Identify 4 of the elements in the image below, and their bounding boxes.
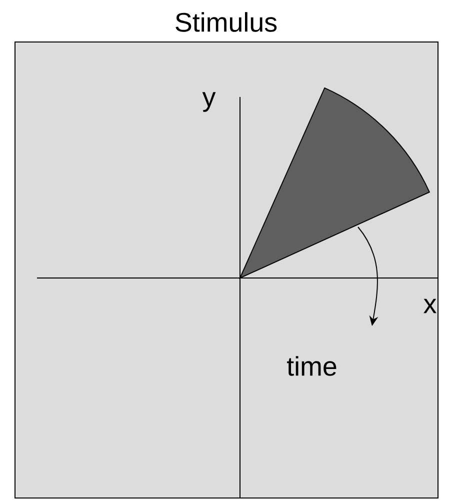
axis-label: x (424, 298, 436, 314)
axis-label: y (202, 92, 216, 112)
axis-label: time (287, 356, 336, 376)
title: Stimulus (176, 12, 277, 32)
